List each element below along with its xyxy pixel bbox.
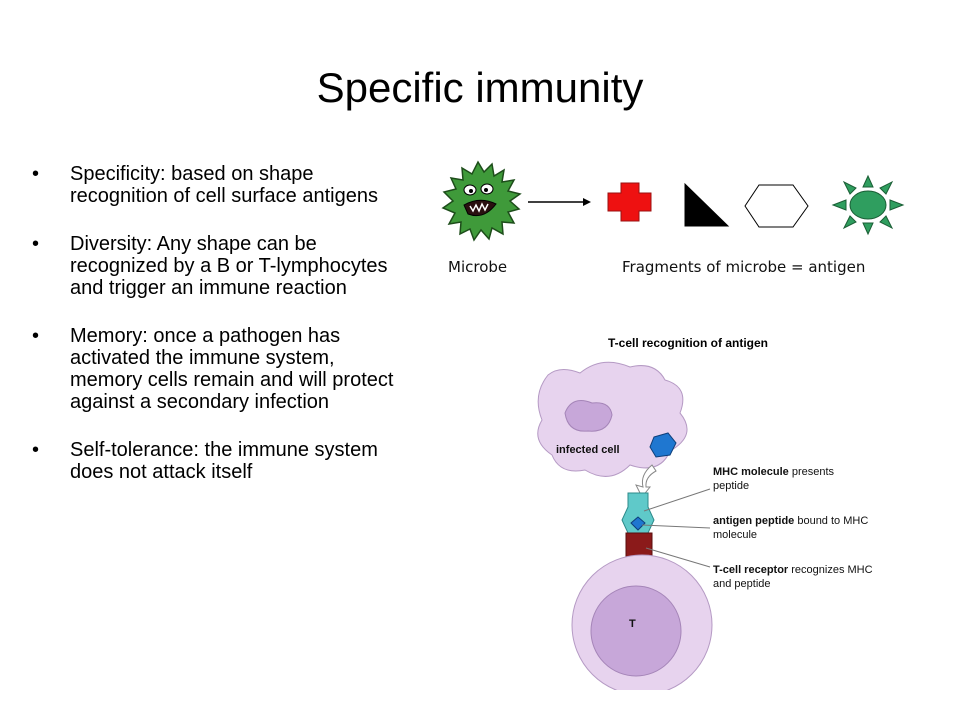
bullet-text: Self-tolerance: the immune system does n…: [70, 439, 378, 483]
antigen-figure-drawing: [441, 160, 905, 242]
peptide-fragment-icon: [649, 432, 677, 458]
peptide-note: antigen peptide bound to MHC molecule: [713, 514, 873, 542]
bullet-text: Memory: once a pathogen has activated th…: [70, 325, 394, 413]
infected-cell-shape: [537, 361, 688, 477]
bullet-text: Diversity: Any shape can be recognized b…: [70, 233, 388, 299]
fragments-label: Fragments of microbe = antigen: [622, 258, 866, 276]
bullet-item: • Specificity: based on shape recognition…: [32, 163, 402, 207]
antigen-figure: Microbe Fragments of microbe = antigen: [440, 160, 910, 290]
bullet-item: • Memory: once a pathogen has activated t…: [32, 325, 402, 413]
mhc-note-bold: MHC molecule: [713, 466, 789, 478]
cross-shape-icon: [607, 182, 652, 222]
tcr-note-bold: T-cell receptor: [713, 564, 789, 576]
mhc-note-rest: presents peptide: [713, 466, 835, 492]
mhc-note: MHC molecule presents peptide: [713, 465, 873, 493]
tcell-label: T: [629, 618, 636, 630]
tcell-nucleus: [590, 585, 682, 677]
sun-shape-icon: [831, 174, 905, 236]
hexagon-shape-icon: [744, 184, 809, 228]
antigen-peptide-icon: [630, 516, 646, 531]
bullet-item: • Self-tolerance: the immune system does …: [32, 439, 402, 483]
bullet-dot: •: [32, 163, 40, 185]
peptide-note-rest: bound to MHC molecule: [713, 515, 869, 541]
tcr-pointer-line: [645, 547, 711, 568]
tcr-note: T-cell receptor recognizes MHC and pepti…: [713, 563, 873, 591]
peptide-note-bold: antigen peptide: [713, 515, 795, 527]
microbe-icon: [441, 160, 522, 242]
bullet-dot: •: [32, 325, 40, 347]
triangle-shape-icon: [684, 182, 730, 227]
processing-arrow-icon: [635, 464, 657, 498]
slide-title: Specific immunity: [316, 64, 644, 111]
tcr-note-rest: recognizes MHC and peptide: [713, 564, 873, 590]
infected-cell-nucleus: [564, 400, 613, 432]
bullet-item: • Diversity: Any shape can be recognized …: [32, 233, 402, 299]
tcell-figure: T-cell recognition of antigen infected c…: [530, 325, 873, 690]
tcell-figure-title: T-cell recognition of antigen: [608, 336, 769, 350]
microbe-label: Microbe: [448, 258, 508, 276]
bullet-dot: •: [32, 233, 40, 255]
infected-cell-label: infected cell: [556, 444, 620, 456]
peptide-pointer-line: [641, 524, 711, 529]
bullet-list: • Specificity: based on shape recognition…: [32, 163, 402, 509]
bullet-text: Specificity: based on shape recognition …: [70, 163, 378, 207]
tcell-figure-drawing: [537, 361, 713, 690]
mhc-pointer-line: [643, 488, 711, 512]
bullet-dot: •: [32, 439, 40, 461]
arrow-head-icon: [583, 198, 591, 206]
